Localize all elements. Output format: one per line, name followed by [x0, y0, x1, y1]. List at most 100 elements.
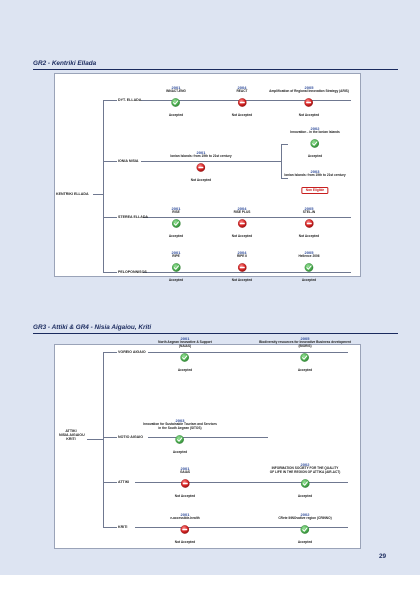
connector-line	[103, 100, 104, 272]
project-title: RISE	[172, 210, 180, 215]
check-icon	[311, 139, 320, 148]
connector-line	[281, 144, 282, 178]
check-icon	[301, 525, 310, 534]
project-year: 2001	[171, 85, 181, 90]
root-label: ATTIKI NISIA AIGAIOU KRITI	[59, 429, 85, 441]
check-icon	[305, 263, 314, 272]
connector-line	[141, 100, 351, 101]
project-node: 2001 GAIAS Not Accepted	[174, 466, 196, 499]
region-label-kriti: KRITI	[118, 525, 128, 529]
root-label: KENTRIKI ELLADA	[56, 192, 89, 196]
project-node: 2005 Hellence 2006 Accepted	[298, 250, 320, 283]
section-divider	[33, 69, 398, 70]
project-title: Innovation for Sustainable Tourism and S…	[143, 422, 217, 427]
project-status: Not Accepted	[298, 234, 320, 239]
project-title: Ionian Islands: from 19th to 21st centur…	[284, 173, 346, 178]
project-year: 2002	[310, 126, 320, 131]
project-title: Amplification of Regional Innovation Str…	[269, 89, 349, 94]
project-year: 2001	[180, 336, 190, 341]
project-year: 2004	[237, 85, 247, 90]
project-node: 2002 INFORMATION SOCIETY FOR THE QUALITY…	[269, 462, 341, 498]
connector-line	[103, 161, 117, 162]
project-status: Accepted	[177, 368, 193, 372]
project-year: 2005	[300, 336, 310, 341]
project-node: 2002 Innovation - in the Ionian Islands …	[290, 126, 340, 159]
no-entry-icon	[238, 98, 247, 107]
project-year: 2005	[304, 85, 314, 90]
project-year: 2003	[175, 418, 185, 423]
project-title: OF LIFE IN THE REGION OF ATTIKA (AIR-ACT…	[269, 470, 341, 475]
project-year: 2001	[171, 206, 181, 211]
region-label-ionia-nisia: IONIA NISIA	[118, 159, 139, 163]
project-year: 2001	[171, 250, 181, 255]
project-title: e-accessible-health	[170, 516, 200, 521]
project-node: 2001 RIPE Accepted	[168, 250, 184, 283]
project-node: 2005 Biodiversity resources for Innovati…	[259, 336, 351, 372]
region-label-notio-aigaio: NOTIO AIGAIO	[118, 435, 144, 439]
connector-line	[103, 437, 117, 438]
project-status: Not Accepted	[231, 113, 253, 118]
project-status: Not Accepted	[190, 178, 212, 183]
project-title: RISE PLUS	[233, 210, 251, 215]
connector-line	[93, 194, 103, 195]
project-status: Accepted	[307, 154, 323, 159]
project-title: Innovation - in the Ionian Islands	[290, 130, 340, 135]
project-title: Biodiversity resources for Innovative Bu…	[259, 340, 351, 345]
check-icon	[301, 479, 310, 488]
project-title: INNACT-ENG	[166, 89, 186, 94]
connector-line	[103, 352, 117, 353]
check-icon	[176, 435, 185, 444]
no-entry-icon	[304, 98, 313, 107]
no-entry-icon	[180, 525, 189, 534]
project-year: 2001	[180, 512, 190, 517]
section-title-gr3: GR3 - Attiki & GR4 - Nisia Aigaiou, Krit…	[33, 324, 152, 331]
check-icon	[300, 353, 309, 362]
project-status: Not Accepted	[174, 494, 196, 499]
project-status: Not Accepted	[231, 278, 253, 283]
project-status: Accepted	[297, 540, 313, 545]
connector-line	[281, 178, 288, 179]
connector-line	[143, 217, 351, 218]
project-status: Accepted	[168, 234, 184, 239]
project-title: Hellence 2006	[298, 254, 320, 259]
connector-line	[103, 100, 117, 101]
project-node: 2001 e-accessible-health Not Accepted	[170, 512, 200, 544]
connector-line	[281, 144, 288, 145]
region-label-peloponnisos: PELOPONNISOS	[118, 270, 147, 274]
gr3-diagram-panel: ATTIKI NISIA AIGAIOU KRITI VOREIO AIGAIO…	[54, 336, 361, 549]
project-year: 2004	[237, 250, 247, 255]
project-node: 2005 STEL-IN Not Accepted	[298, 206, 320, 239]
project-title: Ionian Islands: from 19th to 21st centur…	[170, 154, 232, 159]
no-entry-icon	[196, 163, 205, 172]
no-entry-icon	[305, 219, 314, 228]
project-title: GAIAS	[179, 470, 191, 475]
check-icon	[172, 98, 181, 107]
project-status: Accepted	[297, 494, 313, 498]
project-status: Accepted	[297, 368, 313, 372]
root-label-line: KRITI	[66, 437, 76, 441]
project-status: Accepted	[168, 113, 184, 118]
gr2-diagram-panel: KENTRIKI ELLADA DYT. ELLADA IONIA NISIA …	[54, 73, 361, 282]
project-status: Accepted	[168, 278, 184, 283]
check-icon	[171, 263, 180, 272]
project-year: 2002	[300, 512, 310, 517]
project-year: 2005	[304, 206, 314, 211]
connector-line	[103, 272, 117, 273]
project-node: 2003 Innovation for Sustainable Tourism …	[143, 418, 217, 454]
section-title-gr2: GR2 - Kentriki Ellada	[33, 60, 97, 67]
region-label-sterea-ellada: STEREA ELLADA	[118, 215, 149, 219]
project-node: 2001 Ionian Islands: from 19th to 21st c…	[170, 150, 232, 183]
root-label-line: ATTIKI	[65, 429, 77, 433]
connector-line	[87, 439, 103, 440]
project-status: Accepted	[301, 278, 317, 283]
connector-line	[143, 272, 351, 273]
connector-line	[103, 217, 117, 218]
connector-line	[148, 437, 268, 438]
project-node: 2004 REACT Not Accepted	[231, 85, 253, 118]
connector-line	[135, 527, 348, 528]
connector-line	[148, 352, 348, 353]
root-label-line: NISIA AIGAIOU	[59, 433, 85, 437]
project-year: 2003	[310, 169, 320, 174]
project-node: 2001 INNACT-ENG Accepted	[166, 85, 186, 118]
project-year: 2005	[304, 250, 314, 255]
